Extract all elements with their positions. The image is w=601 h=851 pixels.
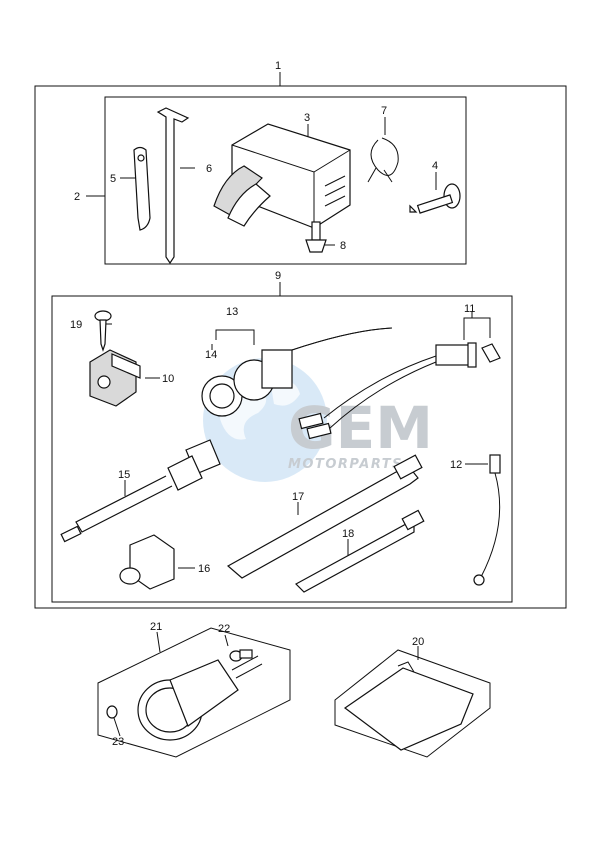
callout-23: 23: [112, 736, 124, 748]
part-5-clip: [133, 146, 151, 231]
part-23-bulb: [106, 705, 118, 719]
callout-12: 12: [450, 459, 462, 471]
callout-18: 18: [342, 528, 354, 540]
bag-frame: [334, 649, 491, 758]
meter-frame: [97, 627, 291, 758]
part-19-screw: [94, 310, 112, 352]
callout-5: 5: [110, 173, 116, 185]
part-7-snap-ring: [367, 137, 399, 183]
callout-7: 7: [381, 105, 387, 117]
part-12-lead: [473, 454, 501, 586]
part-3-rectifier: [213, 123, 351, 229]
leader-lines: [86, 72, 491, 737]
callout-22: 22: [218, 623, 230, 635]
part-11-harness: [298, 342, 501, 440]
callout-15: 15: [118, 469, 130, 481]
outer-frame: [34, 85, 567, 609]
part-21-meter: [137, 655, 263, 741]
callout-11: 11: [464, 303, 475, 315]
callout-14: 14: [205, 349, 217, 361]
callout-13: 13: [226, 306, 238, 318]
part-16-grommet: [119, 534, 175, 590]
part-8-screw: [305, 221, 327, 253]
callout-3: 3: [304, 112, 310, 124]
part-15-sensor: [60, 439, 221, 543]
part-22-bulb: [229, 649, 253, 662]
callout-17: 17: [292, 491, 304, 503]
callout-21: 21: [150, 621, 162, 633]
part-13-14-connector: [201, 327, 393, 417]
part-20-bag: [343, 661, 474, 751]
callout-8: 8: [340, 240, 346, 252]
kit-frame-middle: [51, 295, 513, 603]
part-18-cable-tie: [295, 509, 425, 593]
callout-20: 20: [412, 636, 424, 648]
callout-2: 2: [74, 191, 80, 203]
callout-16: 16: [198, 563, 210, 575]
part-4-bolt: [409, 183, 461, 214]
part-6-cable-tie: [156, 107, 190, 265]
callout-10: 10: [162, 373, 174, 385]
callouts: 1 2 3 4 5 6 7 8 9 10 11 12 13 14 15 16 1…: [70, 60, 475, 748]
callout-6: 6: [206, 163, 212, 175]
callout-1: 1: [275, 60, 281, 72]
callout-19: 19: [70, 319, 82, 331]
part-10-clamp: [89, 349, 141, 407]
watermark-sub: MOTORPARTS: [288, 457, 403, 472]
callout-9: 9: [275, 270, 281, 282]
part-17-cable-tie: [226, 454, 423, 579]
kit-frame-top: [104, 96, 467, 265]
callout-4: 4: [432, 160, 438, 172]
